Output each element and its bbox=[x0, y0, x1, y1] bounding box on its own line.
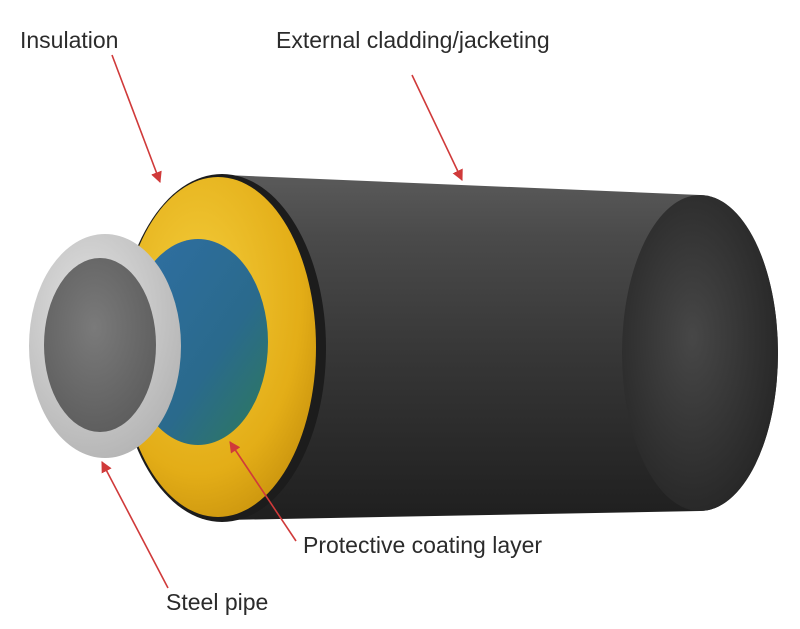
external-cladding-arrow bbox=[411, 74, 463, 182]
jacket-far-cap bbox=[622, 195, 778, 511]
protective-coating-arrow bbox=[229, 441, 297, 542]
insulation-arrow bbox=[111, 54, 162, 184]
steel-pipe-arrow bbox=[101, 461, 169, 589]
steel-pipe-label: Steel pipe bbox=[166, 589, 268, 615]
steel-pipe-bore bbox=[44, 258, 156, 432]
external-cladding-label: External cladding/jacketing bbox=[276, 27, 550, 53]
protective-coating-label: Protective coating layer bbox=[303, 532, 542, 558]
insulation-label: Insulation bbox=[20, 27, 118, 53]
